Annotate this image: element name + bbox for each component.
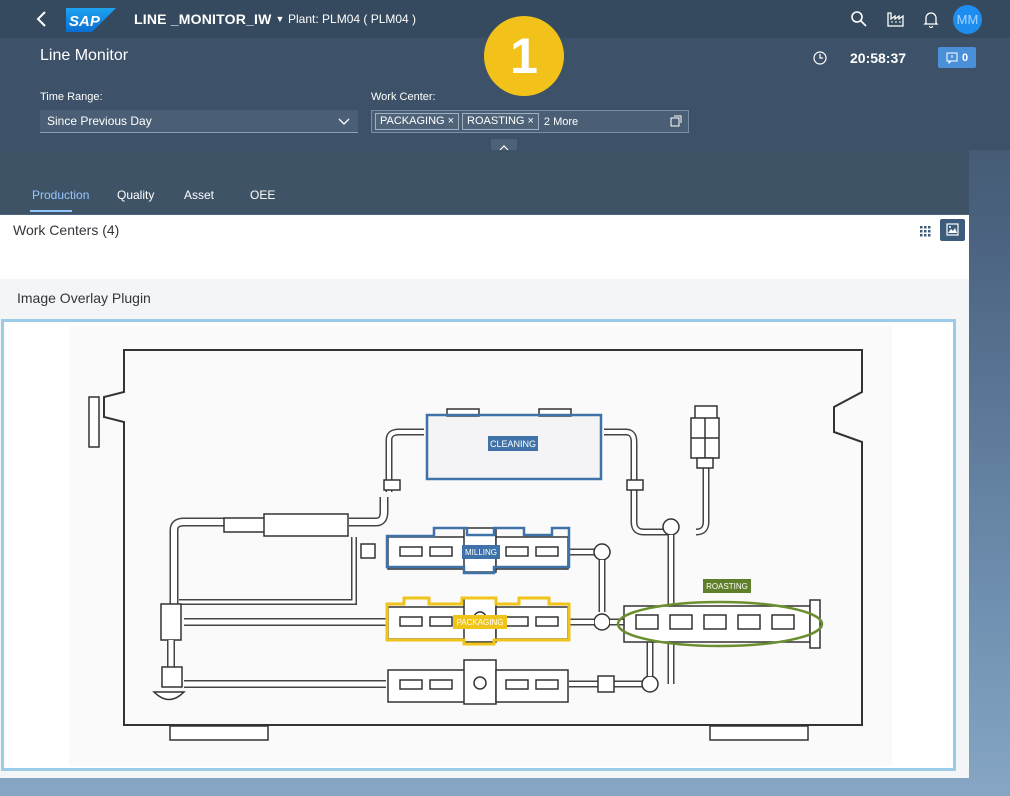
- roasting-overlay[interactable]: [616, 600, 824, 648]
- work-centers-title: Work Centers (4): [13, 222, 120, 238]
- more-tokens-link[interactable]: 2 More: [543, 115, 579, 128]
- chevron-down-icon: [338, 110, 350, 141]
- grid-view-icon[interactable]: [916, 222, 934, 240]
- time-range-label: Time Range:: [40, 91, 103, 103]
- image-icon: [946, 223, 959, 236]
- time-range-select[interactable]: Since Previous Day: [40, 110, 358, 133]
- work-center-token[interactable]: PACKAGING×: [375, 113, 460, 130]
- image-overlay-plugin: CLEANING MILLING PACKAGING ROASTING: [1, 319, 956, 771]
- factory-icon[interactable]: [886, 9, 906, 29]
- plant-info: Plant: PLM04 ( PLM04 ): [288, 12, 417, 26]
- token-label: ROASTING: [467, 115, 525, 127]
- sap-logo[interactable]: SAP: [66, 8, 116, 32]
- work-center-token[interactable]: ROASTING×: [462, 113, 539, 130]
- remove-token-icon[interactable]: ×: [447, 115, 455, 127]
- avatar[interactable]: MM: [953, 5, 982, 34]
- app-title: LINE _MONITOR_IW: [134, 11, 272, 27]
- time-range-value: Since Previous Day: [47, 114, 152, 128]
- work-center-multi-input[interactable]: PACKAGING× ROASTING× 2 More: [371, 110, 689, 133]
- notification-bell-icon[interactable]: [921, 9, 941, 29]
- remove-token-icon[interactable]: ×: [527, 115, 534, 127]
- production-line-diagram: CLEANING MILLING PACKAGING ROASTING: [88, 349, 863, 741]
- active-tab-indicator: [30, 210, 72, 212]
- milling-overlay[interactable]: [385, 526, 571, 575]
- image-view-button[interactable]: [940, 219, 965, 241]
- current-time: 20:58:37: [850, 50, 907, 66]
- back-icon[interactable]: [32, 9, 52, 29]
- app-title-menu[interactable]: LINE _MONITOR_IW▼: [134, 11, 285, 27]
- roasting-label: ROASTING: [706, 582, 748, 591]
- step-badge: 1: [484, 16, 564, 96]
- work-centers-panel: Work Centers (4): [0, 215, 969, 279]
- caret-down-icon: ▼: [275, 14, 285, 24]
- tab-bar: Production Quality Asset OEE: [0, 150, 969, 214]
- message-icon: [946, 52, 958, 64]
- tab-quality[interactable]: Quality: [117, 188, 155, 202]
- packaging-label: PACKAGING: [457, 618, 504, 627]
- packaging-overlay[interactable]: [385, 596, 571, 646]
- sap-logo-text: SAP: [69, 13, 101, 30]
- value-help-icon[interactable]: [670, 115, 682, 127]
- content-area: Work Centers (4) Image Overlay Plugin: [0, 215, 969, 778]
- alerts-button[interactable]: 0: [938, 47, 976, 68]
- clock-icon: [813, 51, 827, 65]
- tab-production[interactable]: Production: [32, 188, 90, 202]
- alerts-count: 0: [961, 51, 969, 64]
- tab-asset[interactable]: Asset: [184, 188, 215, 202]
- tab-oee[interactable]: OEE: [250, 188, 276, 202]
- token-label: PACKAGING: [380, 115, 445, 127]
- milling-label: MILLING: [465, 548, 497, 557]
- search-icon[interactable]: [849, 9, 869, 29]
- page-title: Line Monitor: [40, 47, 129, 64]
- image-overlay-title: Image Overlay Plugin: [17, 290, 151, 306]
- page-header: Line Monitor 1 20:58:37 0 Time Range: Si…: [0, 16, 1010, 156]
- work-center-label: Work Center:: [371, 91, 436, 103]
- cleaning-label: CLEANING: [490, 439, 536, 449]
- cleaning-overlay[interactable]: [425, 413, 603, 481]
